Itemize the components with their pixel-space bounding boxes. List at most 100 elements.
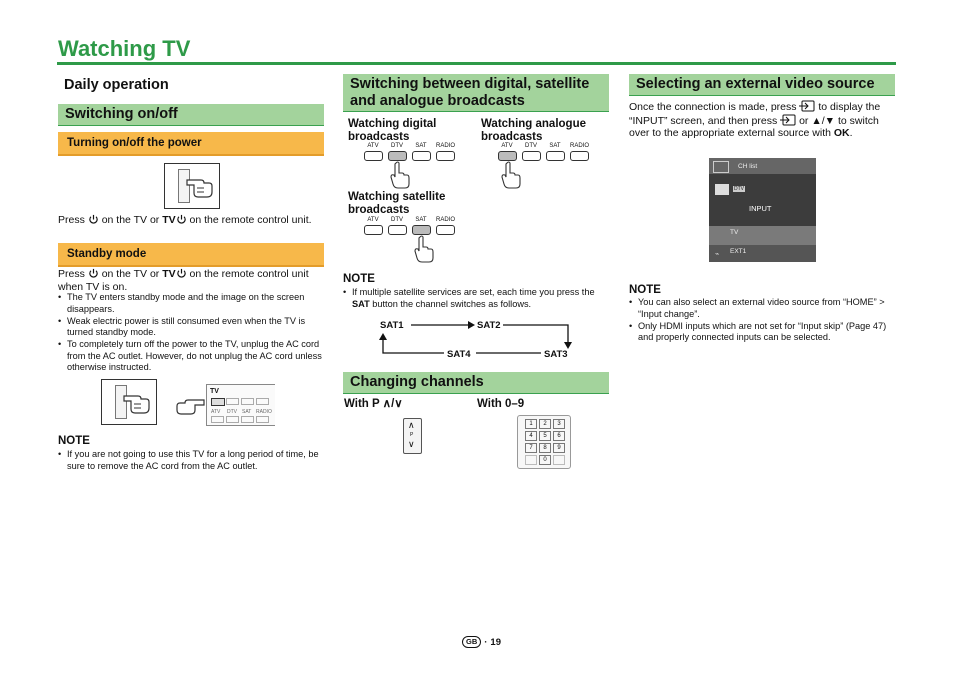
plug-icon: ⌁: [715, 251, 720, 258]
region-badge: GB: [462, 636, 482, 648]
divider: [58, 125, 324, 126]
daily-operation-heading: Daily operation: [64, 77, 169, 93]
key-blank: [525, 455, 537, 465]
with-0-9-label: With 0–9: [477, 398, 525, 410]
page-title: Watching TV: [58, 36, 191, 61]
screen-input-panel: [709, 174, 816, 226]
p-button-illustration: ∧ P ∨: [403, 418, 422, 454]
list-item: Weak electric power is still consumed ev…: [58, 316, 326, 339]
key-0: 0: [539, 455, 551, 465]
power-instruction: Press on the TV or TV on the remote cont…: [58, 214, 312, 226]
ch-list-label: CH list: [738, 163, 758, 170]
down-arrow-icon: ▼: [824, 114, 836, 127]
radio-label: RADIO: [436, 217, 456, 223]
screen-header: [709, 158, 816, 174]
key-blank: [553, 455, 565, 465]
tv-side-panel: [115, 385, 127, 419]
page-number: GB · 19: [462, 636, 501, 648]
external-source-instruction: Once the connection is made, press to di…: [629, 100, 881, 139]
note-heading: NOTE: [629, 284, 661, 296]
remote-button: [256, 398, 269, 405]
sat-label: SAT: [549, 143, 561, 149]
dtv-label: DTV: [391, 217, 403, 223]
tv-source-label: TV: [730, 229, 739, 236]
watching-analogue-label: Watching analogue broadcasts: [481, 118, 586, 143]
list-item: To completely turn off the power to the …: [58, 339, 326, 374]
list-item: You can also select an external video so…: [629, 297, 899, 320]
broadcast-buttons-satellite: ATV DTV SAT RADIO: [364, 217, 460, 235]
key-4: 4: [525, 431, 537, 441]
dtv-label: DTV: [525, 143, 537, 149]
key-8: 8: [539, 443, 551, 453]
sat-button: [412, 151, 431, 161]
dtv-button: [522, 151, 541, 161]
atv-button: [364, 225, 383, 235]
power-icon: [89, 268, 98, 278]
sat-label: SAT: [415, 217, 427, 223]
chevron-up-icon: ∧: [408, 420, 415, 430]
ext1-row: [709, 245, 816, 262]
tv-side-panel: [178, 169, 190, 203]
list-item: If you are not going to use this TV for …: [58, 449, 326, 472]
note-heading: NOTE: [343, 273, 375, 285]
broadcast-buttons-digital: ATV DTV SAT RADIO: [364, 143, 460, 161]
note-heading: NOTE: [58, 435, 90, 447]
sat-button: [546, 151, 565, 161]
atv-label: ATV: [367, 143, 379, 149]
divider: [58, 154, 324, 156]
list-item: Only HDMI inputs which are not set for “…: [629, 321, 899, 344]
remote-button: [211, 416, 224, 423]
remote-button: [256, 416, 269, 423]
key-9: 9: [553, 443, 565, 453]
sat4-label: SAT4: [447, 349, 471, 360]
divider: [343, 111, 609, 112]
key-6: 6: [553, 431, 565, 441]
dtv-tag: DTV: [733, 186, 745, 192]
pointing-hand-icon: [186, 179, 213, 198]
sat-note: If multiple satellite services are set, …: [343, 287, 611, 310]
remote-button: [241, 416, 254, 423]
radio-button: [436, 225, 455, 235]
atv-label: ATV: [501, 143, 513, 149]
key-7: 7: [525, 443, 537, 453]
remote-control-illustration: TV ATV DTV SAT RADIO: [206, 384, 275, 426]
sat-label: SAT: [415, 143, 427, 149]
list-item: The TV enters standby mode and the image…: [58, 292, 326, 315]
radio-label: RADIO: [436, 143, 456, 149]
input-source-icon: [799, 100, 815, 112]
dtv-button: [388, 225, 407, 235]
key-5: 5: [539, 431, 551, 441]
page-number-separator: ·: [484, 636, 488, 648]
power-icon: [176, 268, 186, 278]
power-icon: [176, 214, 186, 224]
external-source-notes: You can also select an external video so…: [629, 297, 899, 344]
sat1-label: SAT1: [380, 320, 404, 331]
changing-channels-bar: Changing channels: [343, 372, 609, 393]
pointing-hand-icon: [176, 399, 205, 415]
watching-satellite-label: Watching satellite broadcasts: [348, 191, 446, 216]
note-text: If you are not going to use this TV for …: [58, 449, 326, 472]
standby-instruction: Press on the TV or TV on the remote cont…: [58, 268, 309, 293]
p-label: P: [410, 432, 414, 438]
divider: [58, 265, 324, 267]
key-3: 3: [553, 419, 565, 429]
atv-button: [498, 151, 517, 161]
remote-button: [226, 398, 239, 405]
tv-row: [709, 226, 816, 245]
turning-power-bar: Turning on/off the power: [58, 132, 324, 154]
switching-broadcasts-bar: Switching between digital, satellite and…: [343, 74, 609, 111]
sat-label: SAT: [242, 409, 252, 415]
channel-list-icon: [713, 161, 729, 173]
radio-button: [436, 151, 455, 161]
ext1-source-label: EXT1: [730, 248, 747, 255]
input-source-icon: [780, 114, 796, 125]
input-screen-illustration: CH list DTV INPUT TV ⌁ EXT1: [709, 158, 816, 262]
up-arrow-icon: ▲: [811, 114, 822, 127]
sat-button: [412, 225, 431, 235]
with-p-label: With P ∧/∨: [344, 398, 403, 410]
input-title: INPUT: [749, 204, 772, 213]
tv-icon: [715, 184, 729, 195]
dtv-label: DTV: [391, 143, 403, 149]
title-rule: [57, 62, 896, 65]
tv-power-button-illustration: [101, 379, 157, 425]
